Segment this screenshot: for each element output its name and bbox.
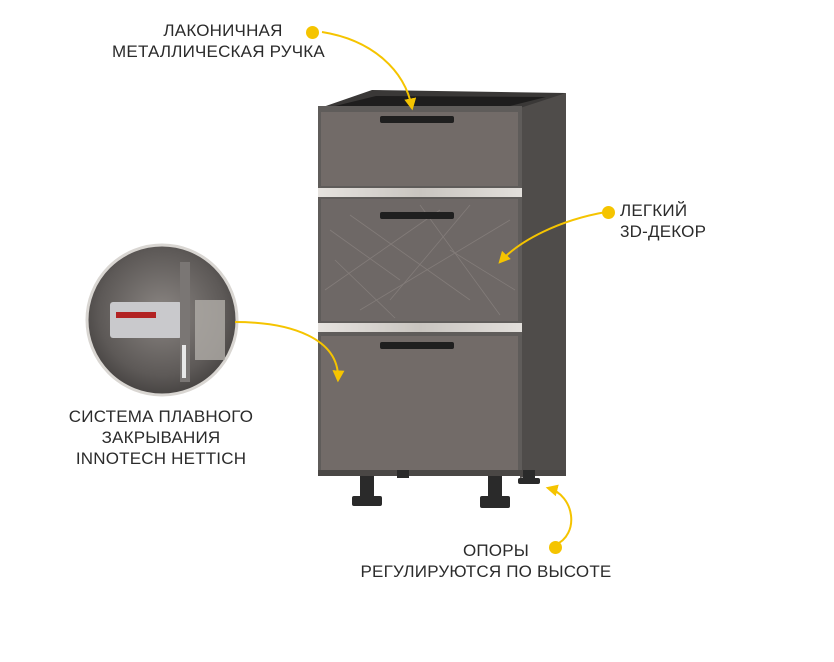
callout-legs-line2: РЕГУЛИРУЮТСЯ ПО ВЫСОТЕ (360, 562, 612, 581)
cabinet-side-panel (520, 93, 566, 478)
callout-handle: ЛАКОНИЧНАЯ МЕТАЛЛИЧЕСКАЯ РУЧКА (76, 20, 361, 62)
drawer-top[interactable] (321, 112, 518, 186)
callout-decor-line2: 3D-ДЕКОР (620, 222, 707, 241)
handle-middle[interactable] (380, 212, 454, 219)
callout-soft-close-line1: СИСТЕМА ПЛАВНОГО (68, 407, 254, 426)
decor-texture (324, 204, 516, 319)
handle-bottom[interactable] (380, 342, 454, 349)
callout-soft-close-line2: ЗАКРЫВАНИЯ (101, 428, 221, 447)
yellow-dot-icon (549, 541, 562, 554)
yellow-dot-icon (306, 26, 319, 39)
drawer-bottom[interactable] (321, 336, 518, 471)
callout-decor: ЛЕГКИЙ 3D-ДЕКОР (620, 200, 706, 242)
legs (352, 470, 540, 508)
arrow-decor (498, 211, 607, 264)
arrow-handle (321, 31, 417, 111)
hettich-zoom-circle (85, 243, 239, 397)
arrow-soft-close (234, 321, 345, 383)
callout-legs: ОПОРЫ РЕГУЛИРУЮТСЯ ПО ВЫСОТЕ (326, 540, 646, 582)
callout-handle-line1: ЛАКОНИЧНАЯ (163, 21, 283, 40)
trim-strip-bottom (318, 323, 522, 332)
callout-handle-line2: МЕТАЛЛИЧЕСКАЯ РУЧКА (112, 42, 325, 61)
arrow-legs (545, 484, 573, 546)
handle-top[interactable] (380, 116, 454, 123)
trim-strip-top (318, 188, 522, 197)
callout-legs-line1: ОПОРЫ (462, 541, 530, 560)
callout-arrows (234, 31, 607, 546)
callout-decor-line1: ЛЕГКИЙ (620, 201, 688, 220)
drawer-middle[interactable] (321, 199, 518, 321)
yellow-dot-icon (602, 206, 615, 219)
callout-soft-close: СИСТЕМА ПЛАВНОГО ЗАКРЫВАНИЯ INNOTECH HET… (36, 406, 286, 469)
cabinet (318, 90, 566, 508)
callout-soft-close-line3: INNOTECH HETTICH (75, 449, 247, 468)
